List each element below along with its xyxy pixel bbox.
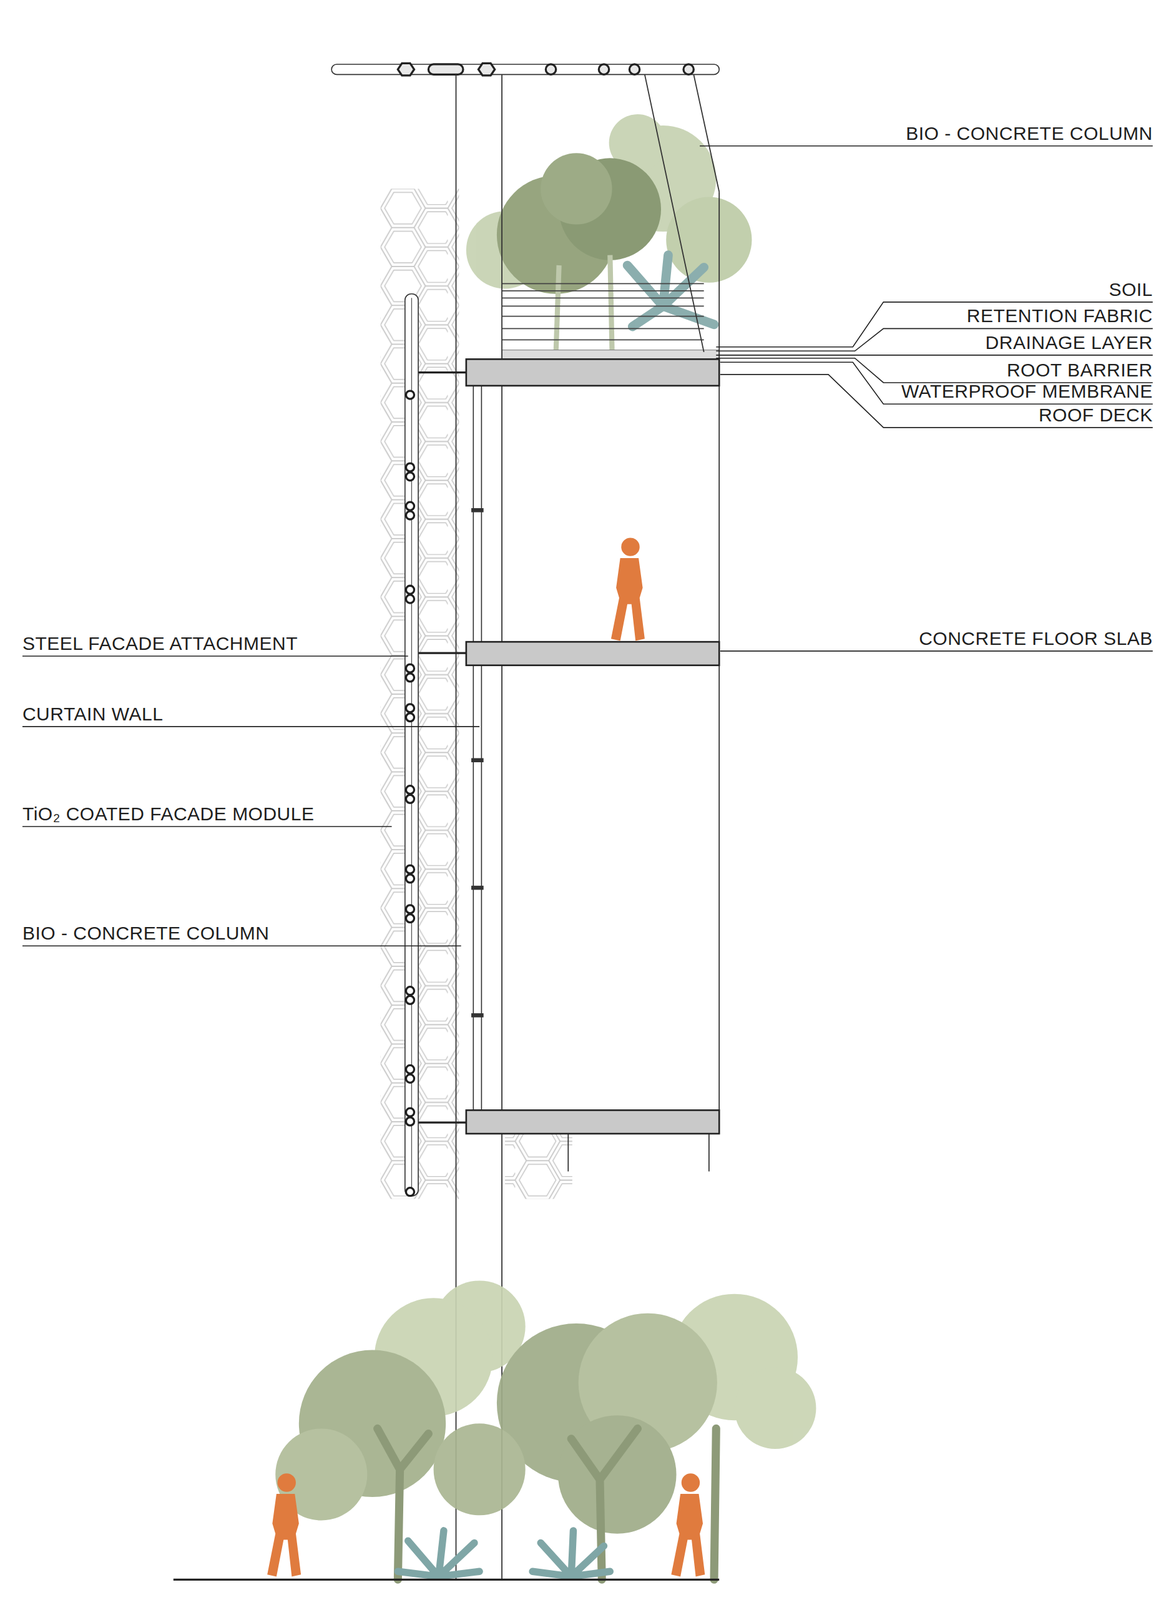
part-label: TiO₂ COATED FACADE MODULE [22,804,315,824]
person-figure [671,1473,705,1577]
part-label: STEEL FACADE ATTACHMENT [22,634,298,653]
part-label: CURTAIN WALL [22,704,163,724]
tree-trunks [377,1428,717,1580]
ground-trees [275,1280,816,1534]
part-label: BIO - CONCRETE COLUMN [22,923,270,943]
curtain-wall [473,385,482,1111]
steel-attachments [418,372,467,1123]
person-figure [267,1473,301,1577]
facade-rail [405,293,419,1196]
drainage-layer [501,350,720,360]
part-label: ROOF DECK [1038,405,1153,425]
part-label: SOIL [1108,280,1153,299]
floor-slabs [466,358,720,1134]
soil-lines [501,283,705,340]
part-label: RETENTION FABRIC [966,306,1153,326]
hexagon-module [380,188,460,1199]
hexagon-module [504,1133,573,1200]
rail-nodes [397,63,694,76]
part-label: CONCRETE FLOOR SLAB [918,629,1153,648]
curtain-wall-mullions [471,508,484,1018]
part-label: ROOT BARRIER [1006,360,1153,380]
top-rail [331,64,720,75]
facade-links [405,390,414,1196]
part-label: BIO - CONCRETE COLUMN [905,124,1153,143]
ferns [397,1530,610,1577]
ground-line [173,1578,720,1581]
roof-trees [466,114,753,353]
part-label: WATERPROOF MEMBRANE [901,382,1153,401]
part-label: DRAINAGE LAYER [985,333,1153,353]
leader-lines [22,146,1153,947]
person-figure [611,537,645,641]
